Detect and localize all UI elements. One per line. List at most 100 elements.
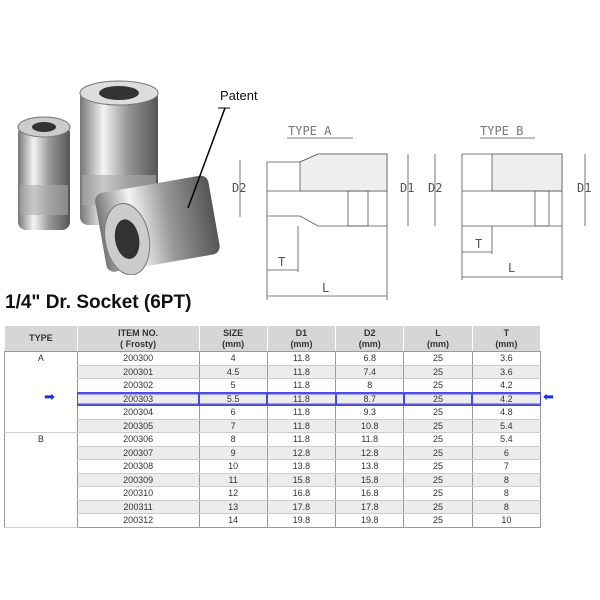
column-header: D2(mm) [335, 325, 405, 352]
left-arrow-icon: ➡ [44, 389, 55, 404]
table-cell: 7 [198, 419, 268, 433]
table-cell: 5.4 [471, 419, 542, 433]
type-a-label: TYPE A [288, 124, 332, 138]
table-cell: 25 [403, 486, 473, 501]
table-cell: 25 [403, 459, 473, 474]
table-cell: 17.8 [266, 500, 336, 514]
table-cell: 5.5 [198, 392, 268, 406]
table-cell: 12.8 [335, 446, 404, 460]
table-cell: 25 [403, 446, 473, 460]
table-cell: 200310 [76, 486, 200, 501]
table-cell: 4.8 [471, 405, 542, 420]
table-cell: 25 [403, 500, 473, 514]
table-cell: 25 [403, 432, 473, 447]
svg-text:T: T [475, 237, 482, 251]
right-arrow-icon: ⬅ [543, 389, 554, 404]
table-cell: 7 [471, 459, 542, 474]
column-header: ITEM NO.( Frosty) [76, 325, 200, 352]
table-cell: 8 [471, 473, 542, 487]
table-cell: 6 [471, 446, 542, 460]
table-cell: 200300 [76, 351, 200, 366]
table-cell: 12 [198, 486, 268, 501]
svg-text:D1: D1 [400, 181, 414, 195]
table-cell: 14 [198, 513, 268, 528]
table-cell: 25 [403, 365, 473, 379]
table-cell: 8 [198, 432, 268, 447]
table-cell: 3.6 [471, 351, 542, 366]
table-cell: 25 [403, 419, 473, 433]
table-cell: 10 [198, 459, 268, 474]
table-cell: 25 [403, 351, 473, 366]
table-cell: 200304 [76, 405, 200, 420]
table-cell: 19.8 [266, 513, 336, 528]
svg-text:D1: D1 [577, 181, 591, 195]
table-cell: 3.6 [471, 365, 542, 379]
table-cell: 13.8 [335, 459, 404, 474]
table-cell: 15.8 [266, 473, 336, 487]
table-cell: 200301 [76, 365, 200, 379]
table-cell: 4.2 [471, 378, 542, 393]
table-cell: 8 [471, 500, 542, 514]
table-cell: 19.8 [335, 513, 404, 528]
table-cell: 10 [471, 513, 542, 528]
table-cell: 200311 [76, 500, 200, 514]
table-cell: 25 [403, 513, 473, 528]
column-header: SIZE(mm) [198, 325, 268, 352]
column-header: TYPE [4, 325, 78, 352]
table-cell: 16.8 [335, 486, 404, 501]
table-cell: 11.8 [266, 378, 336, 393]
table-cell: 16.8 [266, 486, 336, 501]
svg-text:T: T [278, 255, 285, 269]
type-b-label: TYPE B [480, 124, 523, 138]
table-cell: 11.8 [266, 419, 336, 433]
table-cell: 8 [335, 378, 404, 393]
table-cell: 11.8 [266, 432, 336, 447]
table-cell: 11.8 [266, 405, 336, 420]
svg-text:L: L [508, 261, 515, 275]
table-cell: 4.2 [471, 392, 542, 406]
table-cell: 11.8 [266, 365, 336, 379]
patent-label: Patent [220, 88, 258, 103]
type-cell: B [4, 432, 78, 528]
table-cell: 11.8 [335, 432, 404, 447]
table-cell: 6.8 [335, 351, 404, 366]
table-cell: 200307 [76, 446, 200, 460]
table-cell: 25 [403, 392, 473, 406]
table-cell: 11.8 [266, 351, 336, 366]
table-cell: 11 [198, 473, 268, 487]
table-cell: 200312 [76, 513, 200, 528]
table-cell: 5.4 [471, 432, 542, 447]
table-cell: 6 [198, 405, 268, 420]
table-cell: 12.8 [266, 446, 336, 460]
table-cell: 17.8 [335, 500, 404, 514]
table-cell: 9 [198, 446, 268, 460]
table-cell: 7.4 [335, 365, 404, 379]
column-header: D1(mm) [266, 325, 337, 352]
table-cell: 13.8 [266, 459, 336, 474]
table-cell: 200306 [76, 432, 200, 447]
table-cell: 200309 [76, 473, 200, 487]
table-cell: 4.5 [198, 365, 268, 379]
table-cell: 9.3 [335, 405, 404, 420]
column-header: L(mm) [403, 325, 473, 352]
table-cell: 15.8 [335, 473, 404, 487]
table-cell: 8 [471, 486, 542, 501]
table-cell: 8.7 [335, 392, 404, 406]
svg-text:L: L [322, 281, 329, 295]
column-header: T(mm) [471, 325, 542, 352]
table-cell: 200305 [76, 419, 200, 433]
table-cell: 200303 [76, 392, 200, 406]
